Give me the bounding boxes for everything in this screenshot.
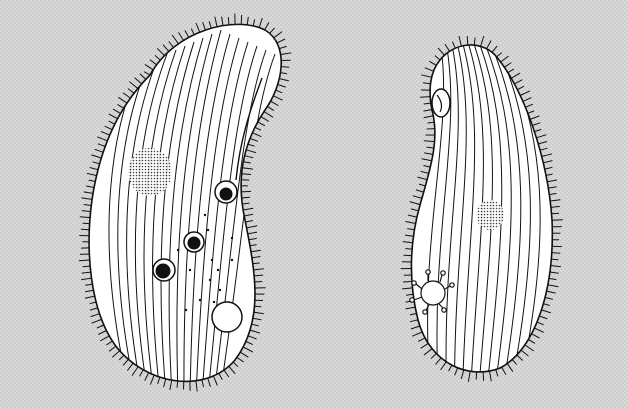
cilium <box>552 253 561 254</box>
cilium <box>255 282 263 283</box>
cilium <box>551 259 558 260</box>
granule <box>213 301 215 303</box>
cilium <box>403 282 412 283</box>
granule <box>217 269 219 271</box>
cilium <box>79 260 90 261</box>
cilium <box>177 381 178 388</box>
granule <box>231 259 233 261</box>
cilium <box>255 306 262 307</box>
granule <box>189 269 191 271</box>
cilium <box>405 249 412 250</box>
granule <box>199 299 201 301</box>
cilium <box>467 36 468 45</box>
cilium <box>228 17 229 25</box>
granule <box>207 229 209 231</box>
granule <box>219 289 221 291</box>
granule <box>231 237 233 239</box>
granule <box>204 214 206 216</box>
cilium <box>83 266 91 267</box>
cilium <box>552 213 560 214</box>
cilium <box>483 372 484 381</box>
macronucleus <box>128 148 172 196</box>
food-vacuole <box>184 232 204 252</box>
food-vacuole <box>215 181 237 203</box>
granule <box>177 249 179 251</box>
contractile-vacuole <box>212 302 242 332</box>
cilium <box>552 220 563 221</box>
cilium <box>241 191 251 192</box>
food-vacuole <box>153 259 175 281</box>
macronucleus <box>476 200 504 230</box>
granule <box>209 279 211 281</box>
granule <box>185 309 187 311</box>
cilium <box>420 97 430 98</box>
granule <box>211 259 213 261</box>
cilium <box>281 67 289 68</box>
